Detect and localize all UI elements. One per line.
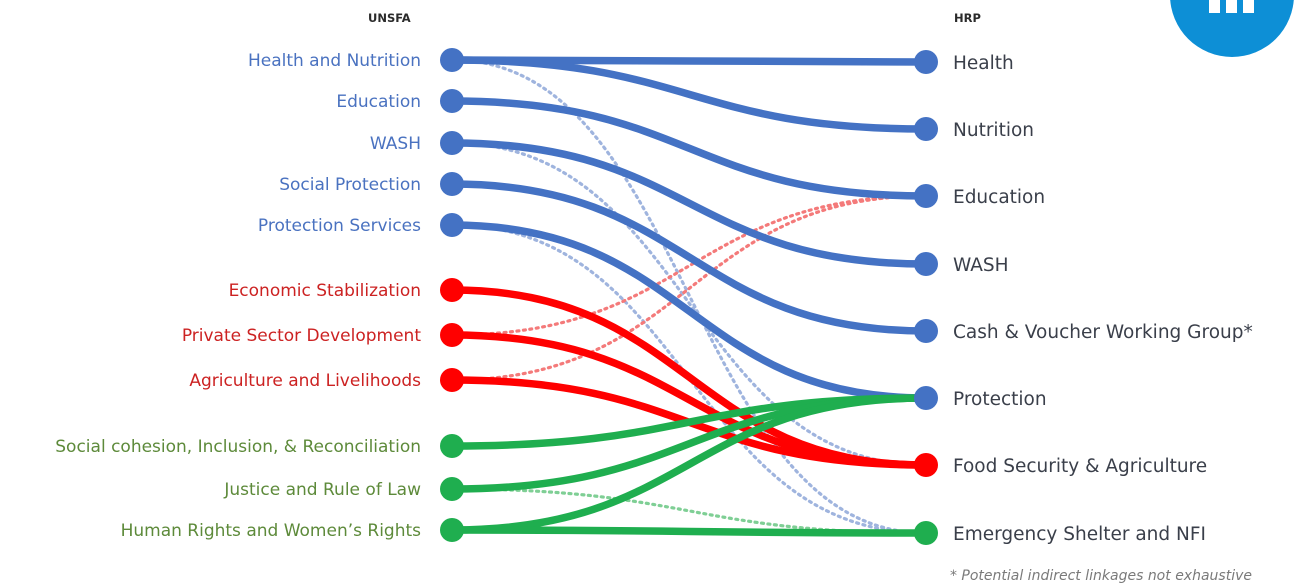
left-label-agriculture-and-livelihoods: Agriculture and Livelihoods [189, 371, 421, 391]
left-node-protection-services [440, 213, 464, 237]
right-column-header: HRP [954, 11, 981, 25]
direct-link [448, 221, 930, 402]
direct-link [448, 97, 930, 200]
left-node-justice-and-rule-of-law [440, 477, 464, 501]
indirect-link [450, 58, 928, 535]
direct-link [448, 56, 930, 133]
right-node-education [914, 184, 938, 208]
left-label-health-and-nutrition: Health and Nutrition [248, 51, 421, 71]
direct-link [448, 286, 930, 469]
direct-link [448, 139, 930, 268]
right-label-food-security-agriculture: Food Security & Agriculture [953, 456, 1207, 477]
left-label-social-protection: Social Protection [279, 175, 421, 195]
right-node-health [914, 50, 938, 74]
nodes [440, 48, 938, 545]
left-label-education: Education [336, 92, 421, 112]
direct-link [448, 394, 930, 534]
labels: Health and NutritionEducationWASHSocial … [55, 51, 1252, 545]
left-node-private-sector-development [440, 323, 464, 347]
right-label-cash-voucher-working-group: Cash & Voucher Working Group* [953, 322, 1253, 343]
direct-link [448, 526, 930, 537]
left-node-agriculture-and-livelihoods [440, 368, 464, 392]
right-node-emergency-shelter-and-nfi [914, 521, 938, 545]
right-label-wash: WASH [953, 255, 1009, 276]
left-node-wash [440, 131, 464, 155]
left-label-economic-stabilization: Economic Stabilization [229, 281, 421, 301]
corner-logo-icon [1170, 0, 1294, 57]
right-label-protection: Protection [953, 389, 1047, 410]
left-label-justice-and-rule-of-law: Justice and Rule of Law [223, 480, 421, 500]
right-label-nutrition: Nutrition [953, 120, 1034, 141]
right-node-protection [914, 386, 938, 410]
left-label-private-sector-development: Private Sector Development [182, 326, 422, 346]
left-node-education [440, 89, 464, 113]
right-label-education: Education [953, 187, 1045, 208]
left-label-human-rights-and-women-s-rights: Human Rights and Women’s Rights [121, 521, 422, 541]
left-label-wash: WASH [370, 134, 421, 154]
indirect-link [450, 141, 928, 467]
left-node-social-protection [440, 172, 464, 196]
left-label-social-cohesion-inclusion-reconciliation: Social cohesion, Inclusion, & Reconcilia… [55, 437, 421, 457]
left-node-economic-stabilization [440, 278, 464, 302]
left-label-protection-services: Protection Services [258, 216, 421, 236]
right-node-wash [914, 252, 938, 276]
left-node-social-cohesion-inclusion-reconciliation [440, 434, 464, 458]
direct-link [448, 180, 930, 335]
indirect-link [450, 194, 928, 337]
direct-links [448, 56, 930, 537]
right-node-food-security-agriculture [914, 453, 938, 477]
indirect-link [450, 194, 928, 382]
right-node-cash-voucher-working-group [914, 319, 938, 343]
right-label-health: Health [953, 53, 1014, 74]
footnote: * Potential indirect linkages not exhaus… [950, 568, 1252, 584]
right-node-nutrition [914, 117, 938, 141]
right-label-emergency-shelter-and-nfi: Emergency Shelter and NFI [953, 524, 1206, 545]
left-node-health-and-nutrition [440, 48, 464, 72]
left-column-header: UNSFA [368, 11, 411, 25]
left-node-human-rights-and-women-s-rights [440, 518, 464, 542]
